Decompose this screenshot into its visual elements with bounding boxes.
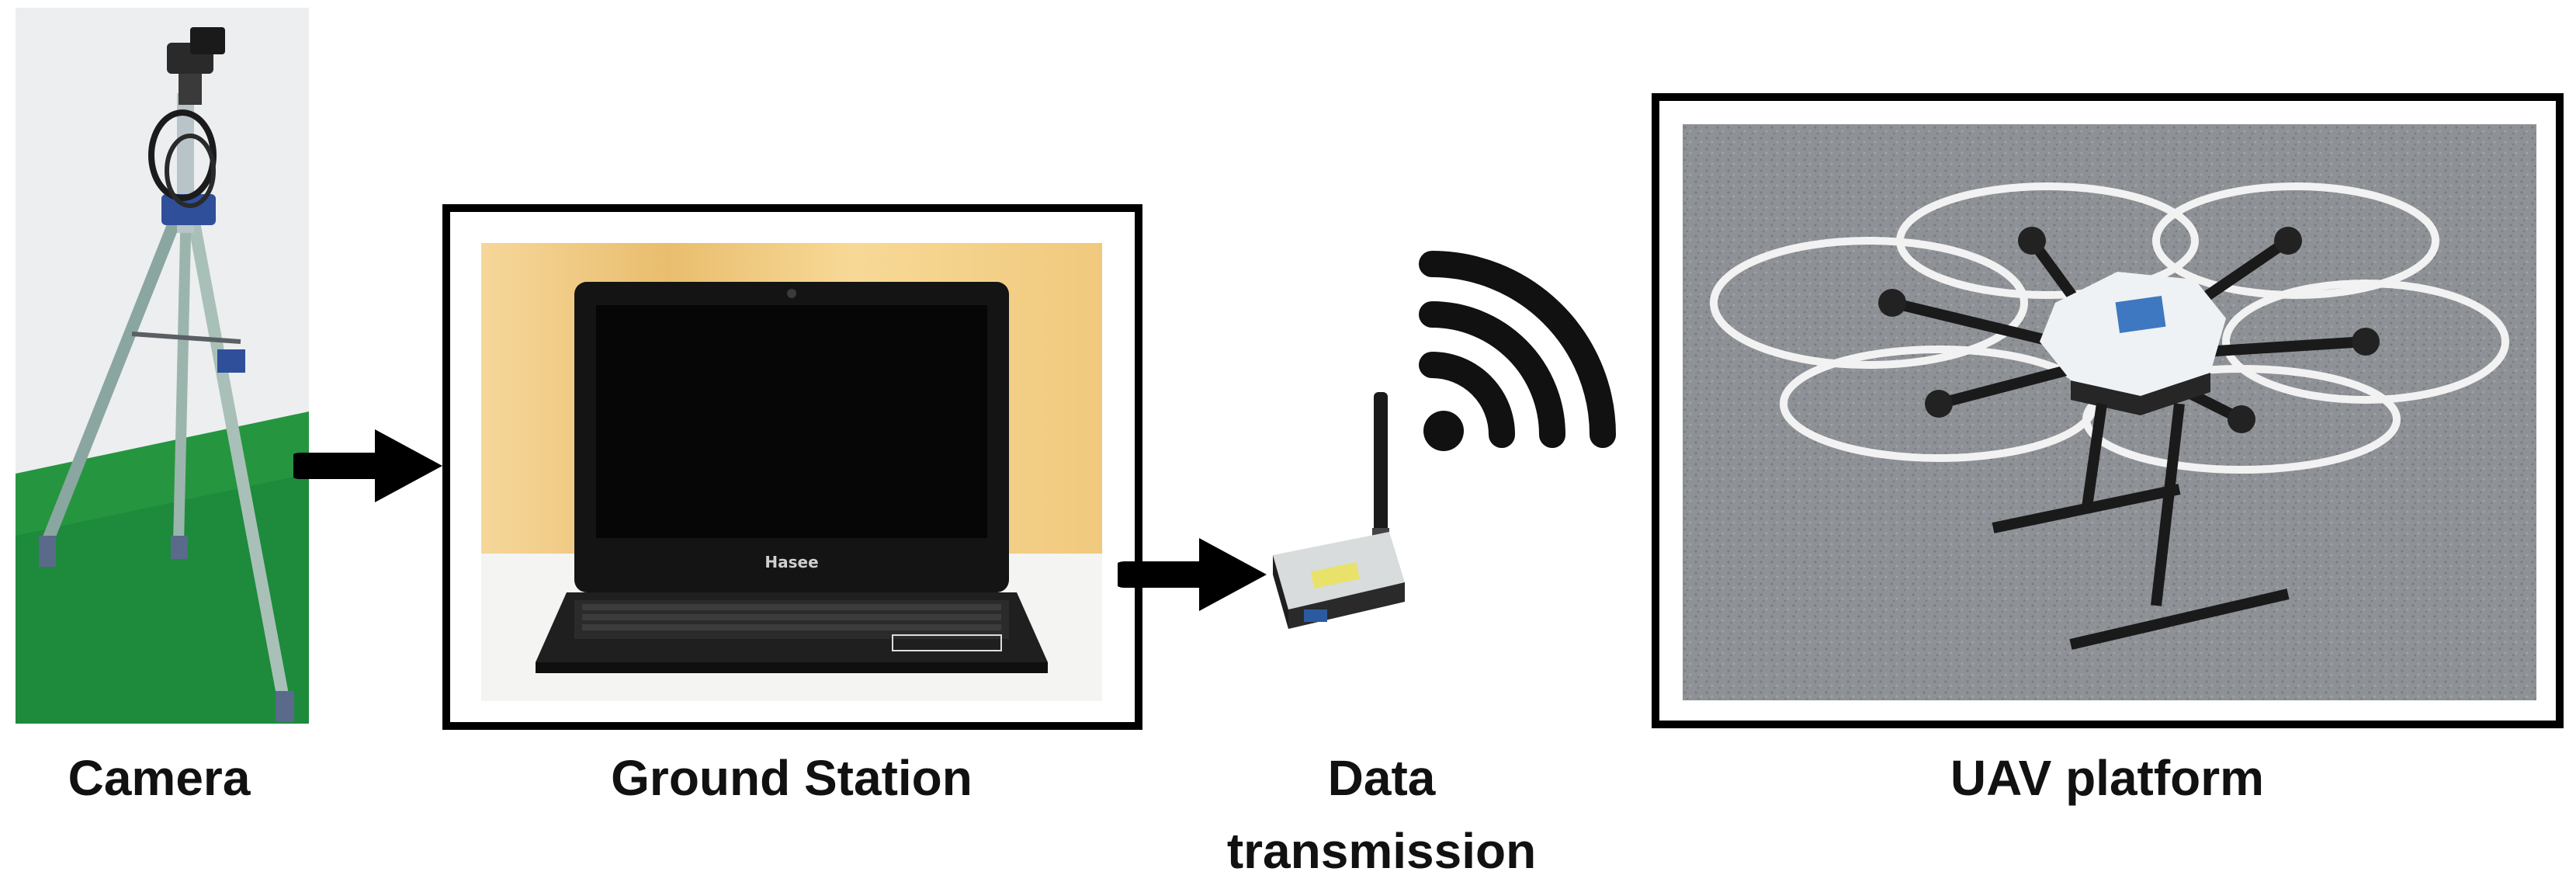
camera-tripod-illustration	[16, 8, 309, 724]
laptop-brand-logo: Hasee	[764, 553, 818, 571]
laptop-illustration: Hasee	[481, 243, 1102, 701]
data-transmission-label-line1: Data	[1327, 750, 1436, 806]
wireless-signal-icon	[1419, 251, 1616, 451]
ground-station-label: Ground Station	[611, 750, 973, 806]
uav-platform-frame	[1652, 93, 2564, 728]
data-transmission-label: Data transmission	[1141, 741, 1622, 887]
arrow-camera-to-station	[293, 429, 442, 502]
uav-platform-label: UAV platform	[1950, 750, 2265, 806]
arrow-station-to-transmitter	[1118, 538, 1267, 611]
camera-photo	[16, 8, 309, 724]
camera-label: Camera	[68, 750, 251, 806]
data-transmission-label-line2: transmission	[1226, 823, 1537, 879]
data-transmitter-illustration	[1273, 392, 1405, 629]
ground-station-frame: Hasee	[442, 204, 1142, 730]
uav-drone-illustration	[1683, 124, 2536, 700]
